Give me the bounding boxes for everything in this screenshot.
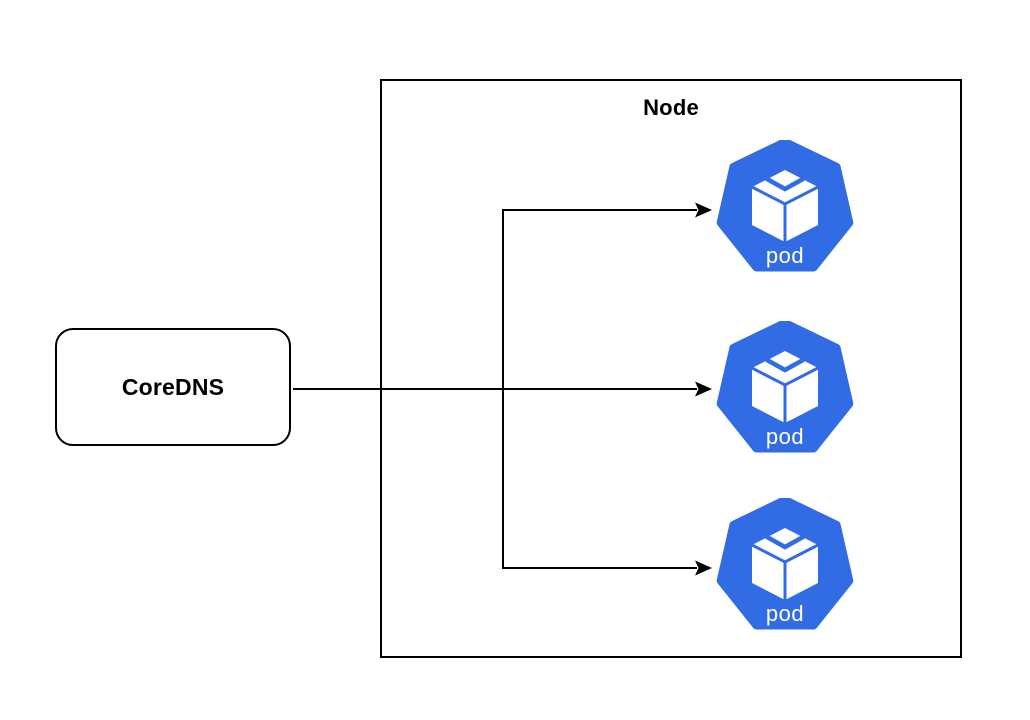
pod-2-kubernetes-icon: pod: [716, 321, 854, 453]
coredns-node: CoreDNS: [55, 328, 291, 446]
cube-edges: [750, 366, 820, 425]
node-container: Node: [380, 79, 962, 658]
cube-edges: [750, 185, 820, 244]
cube-lid-notch: [764, 176, 806, 192]
coredns-label: CoreDNS: [121, 373, 225, 400]
pod-1-kubernetes-icon: pod: [716, 140, 854, 272]
pod-3-label: pod: [766, 601, 804, 626]
cube-edges: [750, 543, 820, 602]
cube-lid-notch: [764, 357, 806, 373]
cube-lid-notch: [764, 534, 806, 550]
node-label: Node: [643, 95, 699, 120]
pod-3-kubernetes-icon: pod: [716, 498, 854, 630]
pod-2-label: pod: [766, 424, 804, 449]
pod-1-label: pod: [766, 243, 804, 268]
